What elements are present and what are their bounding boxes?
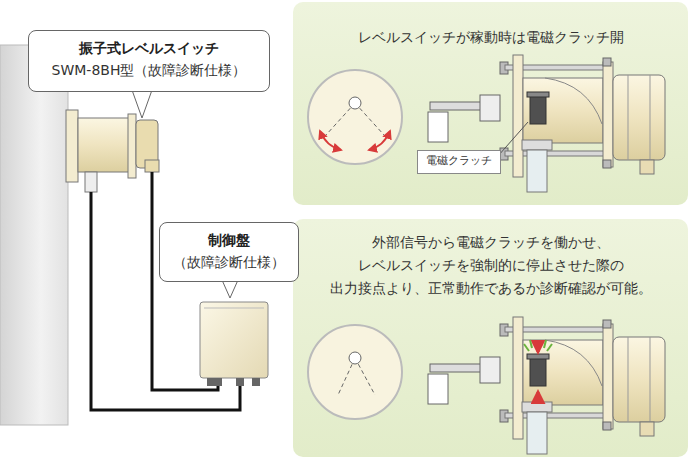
leader-line [498,122,528,156]
pendulum-view-stopped [349,352,361,364]
explanation-panel-ground [293,219,688,457]
switch-side-view [428,317,665,454]
control-panel-box [200,302,268,378]
level-switch [66,110,78,182]
level-switch [128,114,136,178]
clutch-engaged-mark [530,340,532,348]
pendulum-view-running [308,70,402,164]
tank-wall [0,45,68,425]
level-switch [85,172,97,192]
pendulum-view-running [349,97,361,109]
pendulum-view-running [308,70,402,164]
callout-box: 振子式レベルスイッチSWM-8BH型（故障診断仕様） [28,30,270,92]
control-panel-box [252,378,260,386]
callout-box: 制御盤（故障診断仕様） [159,222,299,282]
callout-pointer [222,280,238,298]
clutch-engaged-mark [547,344,552,351]
clutch-engaged-mark [544,340,546,348]
control-panel-box [214,378,222,386]
level-switch [66,110,159,192]
node-heading: 外部信号から電磁クラッチを働かせ、 レベルスイッチを強制的に停止させた際の 出力… [315,231,666,300]
callout-pointer [132,90,152,118]
tank-wall [0,45,68,425]
pendulum-view-running [320,131,341,150]
pendulum-view-stopped [308,325,402,419]
node-heading: 電磁クラッチ [423,153,495,169]
explanation-panel-ground [293,2,688,205]
node-text: （故障診断仕様） [170,251,288,273]
explanation-panel: 外部信号から電磁クラッチを働かせ、 レベルスイッチを強制的に停止させた際の 出力… [293,219,688,457]
clutch-engaged-mark [524,340,552,404]
clutch-engaged-mark [537,340,540,352]
pendulum-view-running [369,131,390,150]
clutch-engaged-mark [524,344,529,351]
explanation-panel: レベルスイッチが稼動時は電磁クラッチ開電磁クラッチ [293,2,688,205]
node-heading: 振子式レベルスイッチ [39,37,259,59]
level-switch [78,118,130,172]
explanation-panel-ground [293,2,688,457]
control-panel-box [207,378,215,386]
leader-line [498,122,528,156]
pendulum-view-stopped [308,325,402,419]
level-switch [145,160,159,172]
node-heading: 制御盤 [170,229,288,251]
control-panel-box [236,378,244,386]
control-panel-box [204,308,264,309]
clutch-engaged-mark [537,392,540,404]
control-panel-box [200,302,268,386]
part-label: 電磁クラッチ [417,150,501,174]
node-heading: レベルスイッチが稼動時は電磁クラッチ開 [313,26,668,49]
node-text: SWM-8BH型（故障診断仕様） [39,59,259,81]
